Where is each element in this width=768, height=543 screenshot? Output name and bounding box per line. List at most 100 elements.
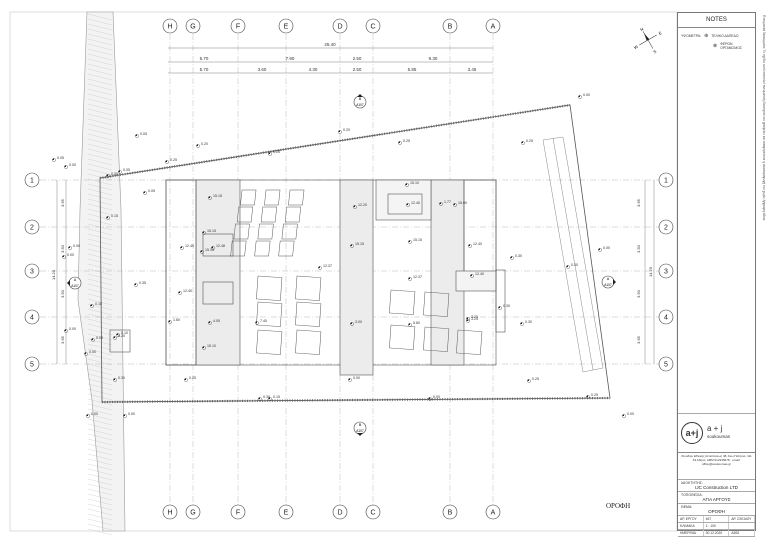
level-marker: 15.15 [408,238,422,244]
level-marker: 0.00 [91,336,103,342]
solar-panel [288,189,305,206]
level-marker: 0.20 [196,142,208,148]
svg-text:0.25: 0.25 [403,139,410,143]
level-marker: 0.25 [398,139,410,145]
grid-bubble-2: 2 [658,219,674,235]
level-marker: 0.30 [498,304,510,310]
level-marker: 1.77 [439,200,451,206]
drawing-field: ΘΕΜΑ: ΟΡΟΦΗ [678,504,755,516]
svg-text:3.25: 3.25 [471,317,478,321]
svg-text:0.30: 0.30 [525,320,532,324]
svg-text:0.00: 0.00 [73,244,80,248]
svg-text:15.15: 15.15 [207,229,216,233]
grid-bubble-B: B [442,18,458,34]
level-marker: 12.20 [353,203,367,209]
level-marker: 0.00 [84,350,96,356]
svg-text:15.15: 15.15 [413,238,422,242]
svg-text:B: B [448,510,453,517]
svg-text:12.20: 12.20 [358,203,367,207]
level-marker: 15.15 [202,229,216,235]
svg-text:D: D [337,24,342,31]
dimension-label: 7.90 [286,56,295,61]
svg-text:0.00: 0.00 [111,172,118,176]
grid-bubbles-right: 12345 [658,172,674,372]
level-marker: 0.10 [116,331,128,337]
svg-text:0.00: 0.00 [69,163,76,167]
level-marker: 0.05 [135,132,147,138]
svg-text:0.00: 0.00 [627,412,634,416]
solar-panel [257,223,274,240]
grid-bubble-G: G [185,18,201,34]
level-marker: 0.00 [64,327,76,333]
svg-text:1.60: 1.60 [173,318,180,322]
legend-item: ΦΕΡΩΝ ΟΡΓΑΝΙΣΜΟΣ [720,42,742,50]
grid-bubble-D: D [332,504,348,520]
svg-text:0.30: 0.30 [118,376,125,380]
level-marker: 0.35 [134,281,146,287]
svg-text:0.30: 0.30 [263,395,270,399]
right-canopy [542,136,604,373]
grid-bubble-4: 4 [658,309,674,325]
firm-mark-icon: a+j [681,422,703,444]
dimension-label: 2.50 [353,67,362,72]
svg-text:S: S [652,49,657,55]
svg-text:0.30: 0.30 [571,263,578,267]
grid-bubbles-left: 12345 [24,172,40,372]
meta-cell: 467 [704,516,730,522]
level-marker: 0.05 [118,168,130,174]
svg-text:3: 3 [30,269,34,276]
level-marker: 0.15 [268,395,280,401]
svg-text:4: 4 [664,315,668,322]
grid-bubble-F: F [230,18,246,34]
svg-text:15.10: 15.10 [410,181,419,185]
meta-cell: ΗΜΕΡ/ΝΙΑ [678,530,704,536]
grid-bubble-G: G [185,504,201,520]
svg-text:0.25: 0.25 [532,377,539,381]
dimension-label: 5.70 [200,67,209,72]
dimension-label: 3.50 [636,244,641,253]
svg-text:4: 4 [30,315,34,322]
svg-text:0.15: 0.15 [95,302,102,306]
level-marker: 0.25 [165,158,177,164]
svg-text:C: C [370,510,375,517]
svg-text:0.35: 0.35 [139,281,146,285]
svg-text:15.15: 15.15 [213,194,222,198]
svg-text:12.40: 12.40 [411,201,420,205]
svg-text:F: F [236,510,240,517]
level-symbol-icon: ⊕ [704,33,709,39]
grid-bubble-5: 5 [24,356,40,372]
grid-bubble-3: 3 [24,263,40,279]
dimension-label: 3.65 [636,198,641,207]
svg-text:0.00: 0.00 [67,253,74,257]
level-marker: 0.00 [62,253,74,259]
svg-text:0.00: 0.00 [603,246,610,250]
level-marker: 0.00 [578,93,590,99]
grid-bubble-A: A [485,18,501,34]
meta-cell: ΑΡ. ΣΧΕΔΙΟΥ [729,516,755,522]
solar-panel [295,329,322,355]
svg-text:F: F [236,24,240,31]
level-marker: 15.10 [202,344,216,350]
level-marker: 12.48 [211,244,225,250]
svg-text:12.40: 12.40 [185,244,194,248]
level-marker: 0.00 [64,163,76,169]
svg-text:H: H [167,510,172,517]
level-marker: 0.25 [268,150,280,156]
level-marker: 1.60 [168,318,180,324]
top-dimensions [168,47,493,74]
grid-bubble-B: B [442,504,458,520]
roof-outline [99,103,611,404]
svg-text:12.37: 12.37 [323,264,332,268]
level-marker: 0.00 [123,412,135,418]
dimension-label: 3.65 [636,335,641,344]
side-dimension-lines [56,180,655,364]
grid-bubble-E: E [278,504,294,520]
dimension-label: 3.50 [60,289,65,298]
level-marker: 15.15 [350,242,364,248]
left-total-dimension: 14.20 [51,269,56,280]
project-field: ΤΟΠΟΘΕΣΙΑ: ΑΓΙΑ ΑΡΓΟΥΣ [678,492,755,504]
